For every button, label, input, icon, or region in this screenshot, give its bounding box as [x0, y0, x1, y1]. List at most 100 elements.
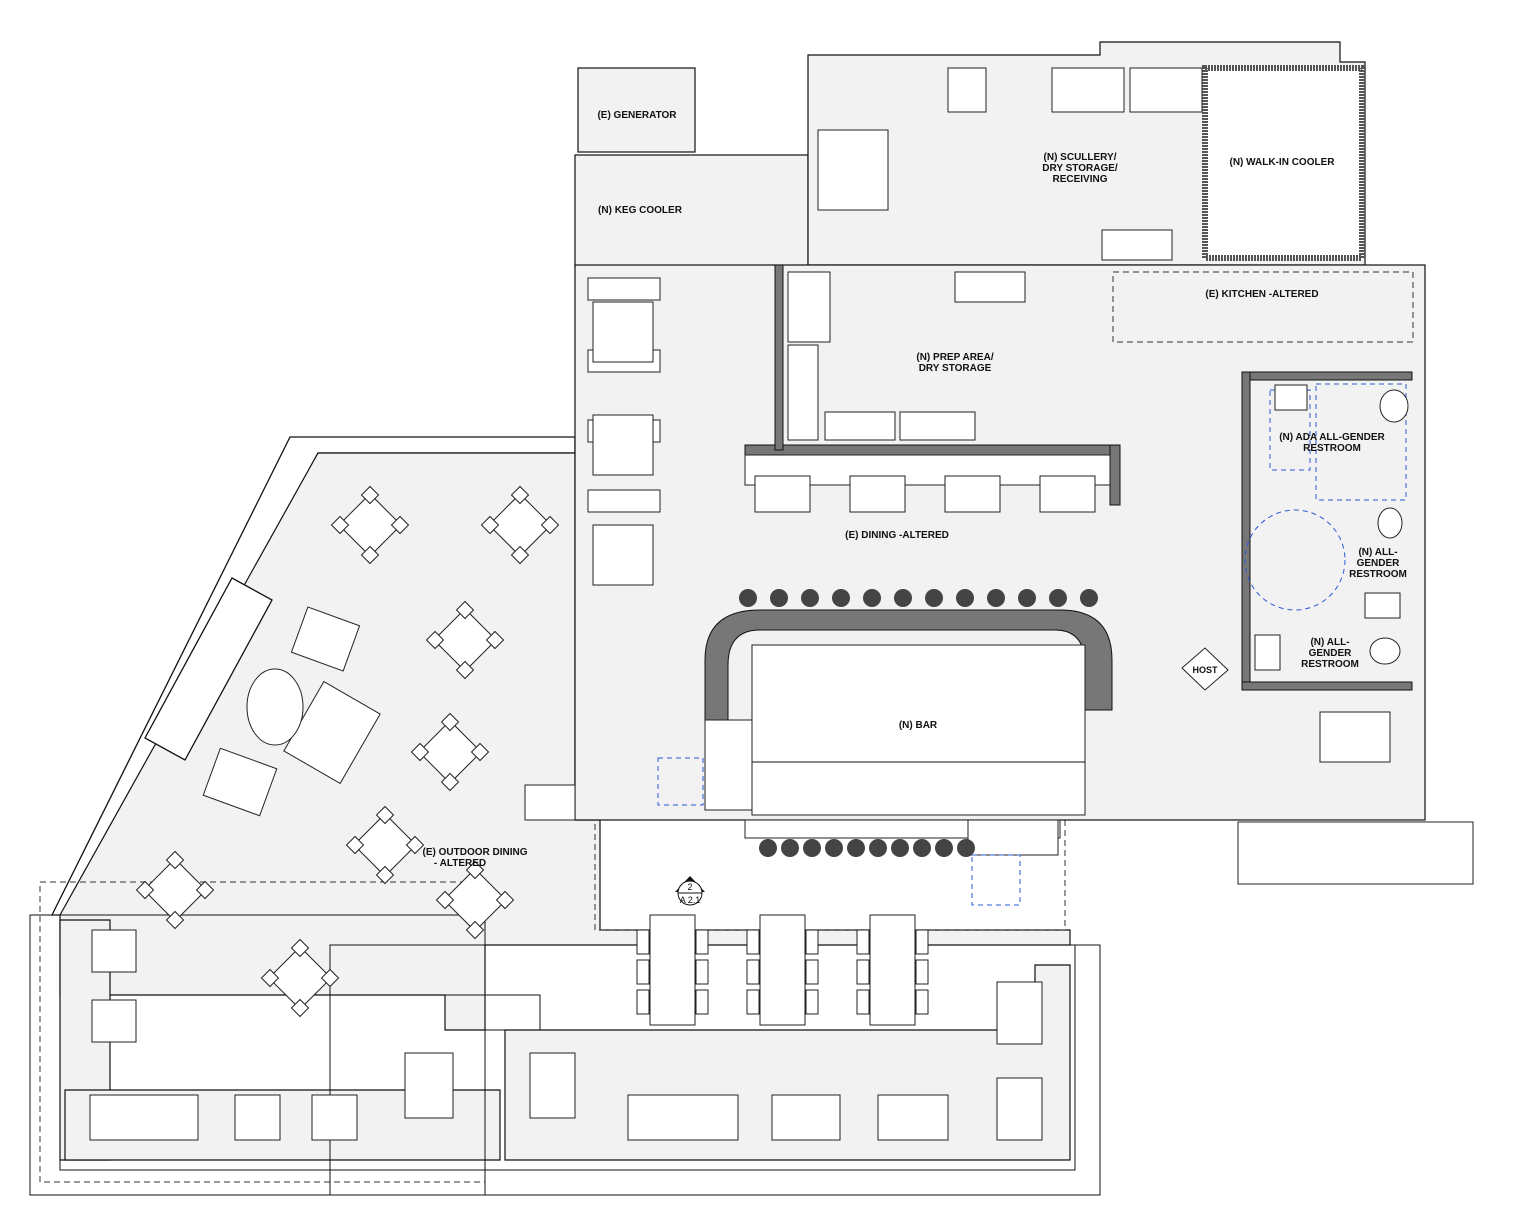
bar-stool — [801, 589, 819, 607]
chair — [856, 989, 870, 1015]
label-dining: (E) DINING -ALTERED — [845, 530, 949, 541]
label-scullery-2: DRY STORAGE/ — [1042, 163, 1118, 174]
section-sheet: A 2.1 — [680, 895, 701, 905]
bar-stool — [739, 589, 757, 607]
diamond-table — [353, 813, 417, 877]
chair — [165, 850, 185, 870]
chair — [135, 880, 155, 900]
host-stand — [1181, 647, 1229, 691]
toilet — [1377, 507, 1403, 539]
chair — [440, 712, 460, 732]
chair — [410, 742, 430, 762]
chair — [915, 929, 929, 955]
label-rr2-2: GENDER — [1357, 558, 1401, 569]
sink — [1274, 384, 1308, 411]
label-bar: (N) BAR — [899, 720, 938, 731]
terrace-table — [877, 1094, 949, 1141]
bar-stool — [847, 839, 865, 857]
label-ada-2: RESTROOM — [1303, 443, 1361, 454]
chair — [695, 929, 709, 955]
bar-stool — [863, 589, 881, 607]
chair — [465, 920, 485, 940]
bar-stool — [894, 589, 912, 607]
bar-stool — [913, 839, 931, 857]
chair — [405, 835, 425, 855]
label-generator: (E) GENERATOR — [597, 110, 677, 121]
booth-bench — [587, 489, 661, 513]
keg-cooler-room — [574, 154, 809, 269]
label-walk-in: (N) WALK-IN COOLER — [1230, 157, 1336, 168]
chair — [915, 959, 929, 985]
booth-bench — [587, 277, 661, 301]
bar-stool — [935, 839, 953, 857]
communal-table — [759, 914, 806, 1026]
chair — [636, 959, 650, 985]
label-kitchen: (E) KITCHEN -ALTERED — [1205, 289, 1318, 300]
lounge-chair — [202, 747, 278, 817]
label-keg-cooler: (N) KEG COOLER — [598, 205, 683, 216]
chair — [165, 910, 185, 930]
chair — [746, 959, 760, 985]
chair — [345, 835, 365, 855]
chair — [856, 959, 870, 985]
chair — [320, 968, 340, 988]
chair — [915, 989, 929, 1015]
walk-in-cooler — [1202, 65, 1365, 261]
label-outdoor-1: (E) OUTDOOR DINING — [423, 847, 528, 858]
lounge-chair — [290, 606, 361, 672]
sink — [1254, 634, 1281, 671]
chair — [375, 865, 395, 885]
bar-stool — [1018, 589, 1036, 607]
counter-table — [1039, 475, 1096, 513]
booth-table — [592, 524, 654, 586]
label-ada-1: (N) ADA ALL-GENDER — [1279, 432, 1385, 443]
diamond-table — [418, 720, 482, 784]
chair — [435, 890, 455, 910]
bar-stool — [832, 589, 850, 607]
chair — [510, 545, 530, 565]
chair — [805, 989, 819, 1015]
label-scullery-3: RECEIVING — [1052, 174, 1107, 185]
toilet — [1369, 637, 1401, 665]
label-prep-2: DRY STORAGE — [919, 363, 992, 374]
chair — [360, 485, 380, 505]
chair — [440, 772, 460, 792]
label-rr2-1: (N) ALL- — [1358, 547, 1397, 558]
chair — [465, 860, 485, 880]
terrace-table — [996, 981, 1043, 1045]
terrace-table — [404, 1052, 454, 1119]
chair — [695, 959, 709, 985]
chair — [290, 998, 310, 1018]
chair — [495, 890, 515, 910]
section-marker: 2 A 2.1 — [675, 876, 705, 906]
communal-table — [649, 914, 696, 1026]
bar-stool — [1049, 589, 1067, 607]
bar-stool — [803, 839, 821, 857]
toilet — [1379, 389, 1409, 423]
chair — [805, 929, 819, 955]
sink — [1364, 592, 1401, 619]
chair — [260, 968, 280, 988]
section-number: 2 — [687, 882, 692, 892]
chair — [695, 989, 709, 1015]
chair — [375, 805, 395, 825]
chair — [636, 929, 650, 955]
terrace-table — [529, 1052, 576, 1119]
chair — [455, 660, 475, 680]
terrace-table — [91, 929, 137, 973]
chair — [636, 989, 650, 1015]
chair — [290, 938, 310, 958]
label-rr3-2: GENDER — [1309, 648, 1353, 659]
generator-room — [577, 67, 696, 153]
label-rr3-1: (N) ALL- — [1310, 637, 1349, 648]
chair — [480, 515, 500, 535]
chair — [360, 545, 380, 565]
chair — [746, 989, 760, 1015]
chair — [805, 959, 819, 985]
coffee-table — [246, 668, 304, 746]
label-scullery-1: (N) SCULLERY/ — [1044, 152, 1117, 163]
diamond-table — [433, 608, 497, 672]
furniture — [89, 277, 1409, 1141]
bar-stool — [987, 589, 1005, 607]
chair — [540, 515, 560, 535]
